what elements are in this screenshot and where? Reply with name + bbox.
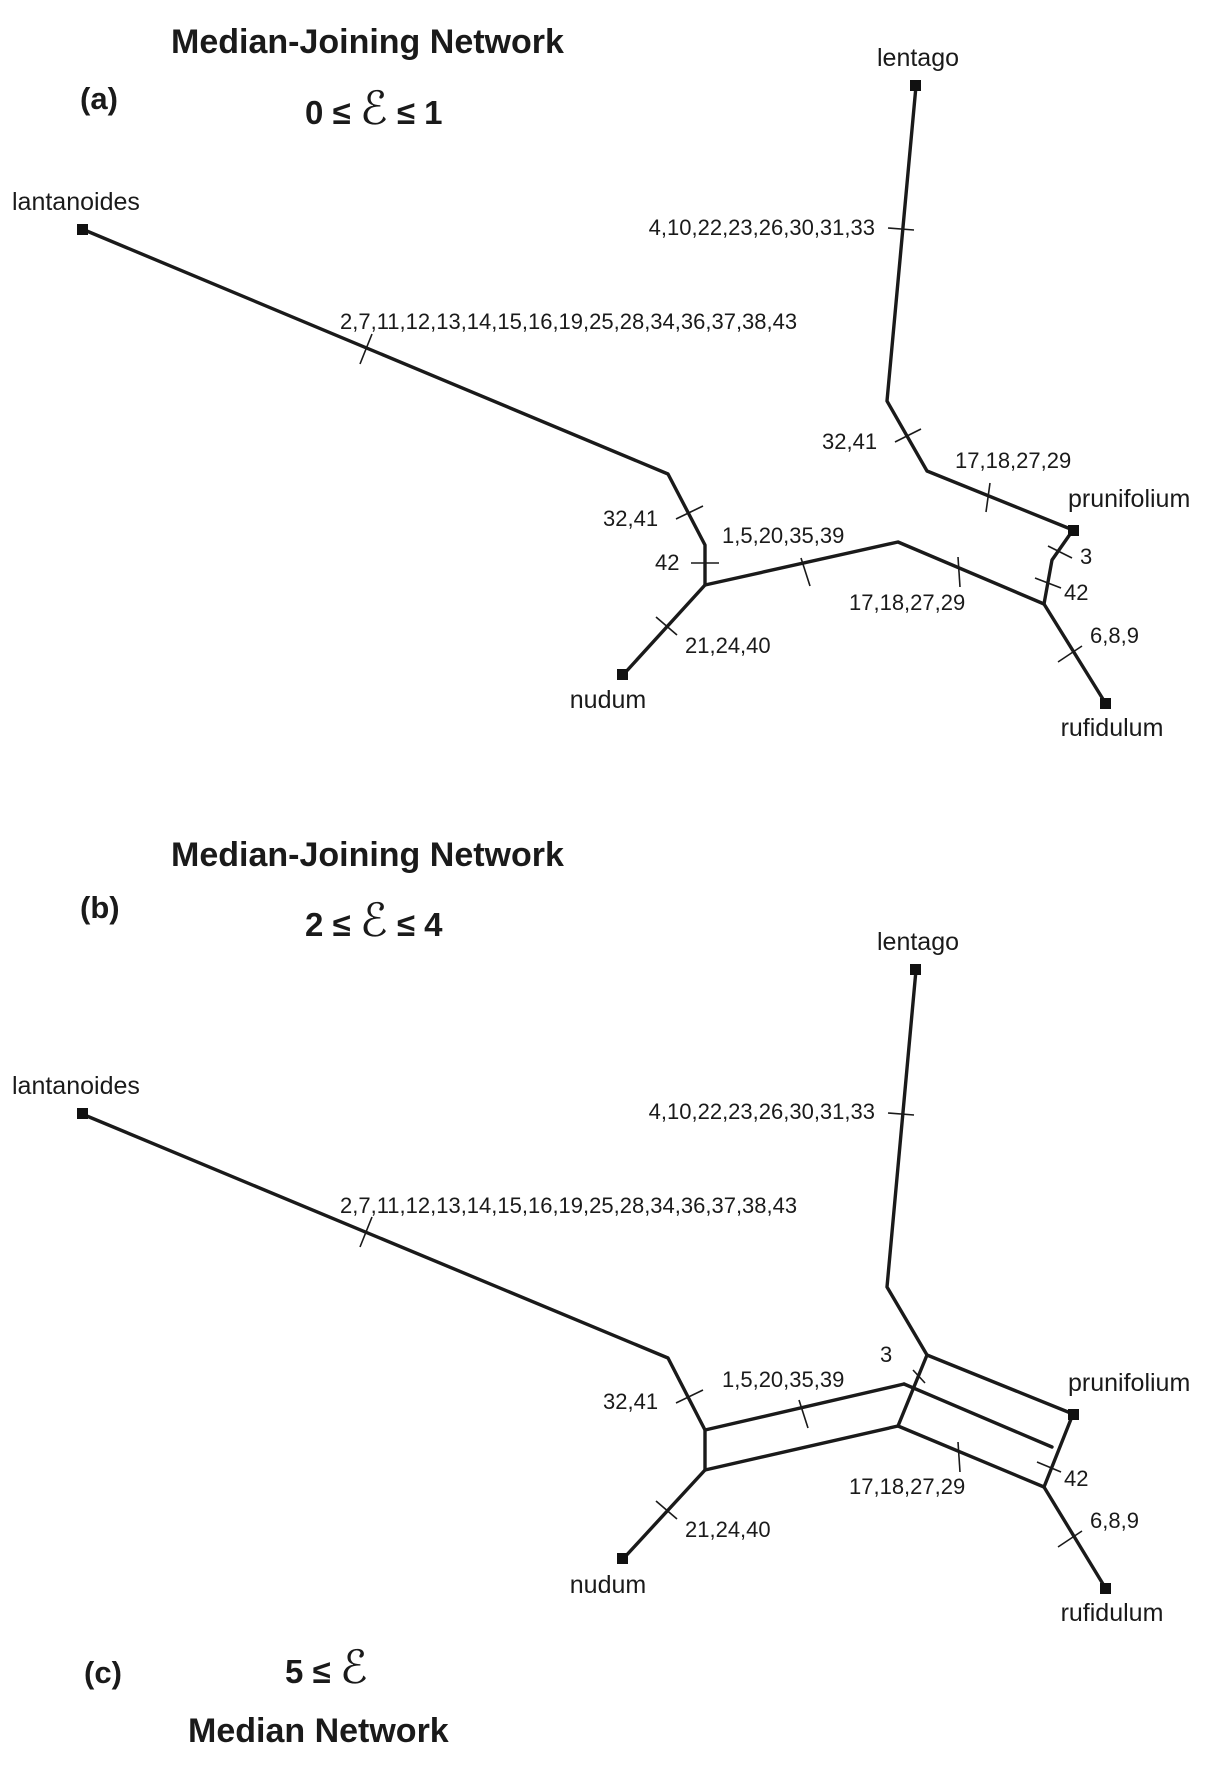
edge-rufidulum bbox=[1042, 1485, 1108, 1591]
edge-center bbox=[703, 540, 1046, 606]
taxon-lentago: lentago bbox=[877, 44, 959, 72]
tick-1-5 bbox=[798, 1399, 809, 1429]
epsilon-symbol: ℰ bbox=[340, 1640, 368, 1694]
mutation-label-lantanoides: 2,7,11,12,13,14,15,16,19,25,28,34,36,37,… bbox=[340, 1193, 797, 1218]
taxon-rufidulum: rufidulum bbox=[1061, 1599, 1164, 1627]
mutation-label-17-lower: 17,18,27,29 bbox=[849, 590, 965, 615]
panel-b-title: Median-Joining Network bbox=[171, 836, 564, 874]
edge-square-mid bbox=[902, 1382, 1054, 1449]
mutation-label-21-24-40: 21,24,40 bbox=[685, 633, 771, 658]
panel-a: Median-Joining Network (a) 0 ≤ ℰ ≤ 1 len… bbox=[12, 23, 1190, 742]
edge-lentago bbox=[885, 968, 1075, 1416]
mutation-label-6-8-9: 6,8,9 bbox=[1090, 623, 1139, 648]
mutation-label-1-5: 1,5,20,35,39 bbox=[722, 1367, 844, 1392]
mutation-label-17-upper: 17,18,27,29 bbox=[955, 448, 1071, 473]
tick-42 bbox=[1036, 1461, 1062, 1473]
mutation-label-42-right: 42 bbox=[1064, 580, 1088, 605]
mutation-label-lentago: 4,10,22,23,26,30,31,33 bbox=[649, 215, 875, 240]
mutation-label-32-41-upper: 32,41 bbox=[822, 429, 877, 454]
tick-1-5 bbox=[800, 557, 811, 587]
mutation-label-42: 42 bbox=[1064, 1466, 1088, 1491]
node-nudum bbox=[617, 669, 628, 680]
node-lantanoides bbox=[77, 1108, 88, 1119]
mutation-label-3: 3 bbox=[880, 1342, 892, 1367]
tick-17-upper bbox=[985, 482, 991, 513]
tick-lantanoides bbox=[359, 1216, 373, 1248]
mutation-label-lantanoides: 2,7,11,12,13,14,15,16,19,25,28,34,36,37,… bbox=[340, 309, 797, 334]
eps-prefix: 0 ≤ bbox=[305, 94, 360, 131]
mutation-label-3: 3 bbox=[1080, 544, 1092, 569]
mutation-label-lentago: 4,10,22,23,26,30,31,33 bbox=[649, 1099, 875, 1124]
node-rufidulum bbox=[1100, 698, 1111, 709]
node-prunifolium bbox=[1068, 1409, 1079, 1420]
tick-lentago bbox=[887, 227, 915, 231]
mutation-label-1-5: 1,5,20,35,39 bbox=[722, 523, 844, 548]
panel-a-letter: (a) bbox=[80, 81, 118, 116]
tick-lentago bbox=[887, 1112, 915, 1116]
taxon-lantanoides: lantanoides bbox=[12, 188, 140, 216]
panel-b-epsilon-range: 2 ≤ ℰ ≤ 4 bbox=[305, 893, 443, 947]
tick-17 bbox=[957, 1441, 961, 1473]
panel-c-letter: (c) bbox=[84, 1655, 122, 1690]
panel-b-letter: (b) bbox=[80, 890, 120, 925]
edge-lantanoides bbox=[80, 227, 707, 587]
taxon-lentago: lentago bbox=[877, 928, 959, 956]
tick-32-41-lower bbox=[675, 505, 704, 520]
tick-lantanoides bbox=[359, 333, 373, 365]
edge-prunifolium-connector bbox=[1042, 528, 1075, 606]
tick-21-24-40 bbox=[655, 616, 678, 636]
tick-32-41-upper bbox=[894, 428, 922, 443]
eps-suffix: ≤ 4 bbox=[388, 906, 443, 943]
tick-6-8-9 bbox=[1057, 1530, 1083, 1548]
edge-nudum bbox=[621, 1468, 707, 1561]
node-prunifolium bbox=[1068, 525, 1079, 536]
tick-21-24-40 bbox=[655, 1500, 678, 1520]
panel-c-title: Median Network bbox=[188, 1712, 449, 1750]
tick-6-8-9 bbox=[1057, 645, 1083, 663]
edge-square-left bbox=[896, 1353, 929, 1428]
epsilon-symbol: ℰ bbox=[360, 893, 388, 947]
node-lantanoides bbox=[77, 224, 88, 235]
edge-square-right bbox=[1042, 1412, 1075, 1489]
node-lentago bbox=[910, 964, 921, 975]
eps-prefix: 2 ≤ bbox=[305, 906, 360, 943]
taxon-prunifolium: prunifolium bbox=[1068, 1369, 1190, 1397]
edge-nudum bbox=[621, 583, 707, 677]
tick-42-right bbox=[1034, 577, 1062, 589]
panel-c: (c) 5 ≤ ℰ Median Network bbox=[84, 1640, 449, 1750]
panel-a-title: Median-Joining Network bbox=[171, 23, 564, 61]
node-lentago bbox=[910, 80, 921, 91]
edge-rufidulum bbox=[1042, 602, 1108, 706]
mutation-label-6-8-9: 6,8,9 bbox=[1090, 1508, 1139, 1533]
eps-suffix: ≤ 1 bbox=[388, 94, 443, 131]
taxon-prunifolium: prunifolium bbox=[1068, 485, 1190, 513]
tick-3 bbox=[1047, 545, 1073, 559]
taxon-rufidulum: rufidulum bbox=[1061, 714, 1164, 742]
tick-32-41 bbox=[675, 1389, 704, 1404]
mutation-label-17: 17,18,27,29 bbox=[849, 1474, 965, 1499]
edge-lantanoides bbox=[80, 1112, 707, 1472]
tick-17-lower bbox=[957, 556, 961, 588]
edge-center-top bbox=[703, 1382, 906, 1432]
mutation-label-32-41-lower: 32,41 bbox=[603, 506, 658, 531]
node-rufidulum bbox=[1100, 1583, 1111, 1594]
panel-c-epsilon-range: 5 ≤ ℰ bbox=[285, 1640, 368, 1694]
taxon-lantanoides: lantanoides bbox=[12, 1072, 140, 1100]
taxon-nudum: nudum bbox=[570, 686, 646, 714]
node-nudum bbox=[617, 1553, 628, 1564]
mutation-label-32-41: 32,41 bbox=[603, 1389, 658, 1414]
epsilon-symbol: ℰ bbox=[360, 81, 388, 135]
eps-prefix: 5 ≤ bbox=[285, 1653, 340, 1690]
panel-a-epsilon-range: 0 ≤ ℰ ≤ 1 bbox=[305, 81, 442, 135]
panel-b: Median-Joining Network (b) 2 ≤ ℰ ≤ 4 len… bbox=[12, 836, 1190, 1627]
mutation-label-42-left: 42 bbox=[655, 550, 679, 575]
mutation-label-21-24-40: 21,24,40 bbox=[685, 1517, 771, 1542]
tick-3 bbox=[912, 1369, 926, 1384]
taxon-nudum: nudum bbox=[570, 1571, 646, 1599]
